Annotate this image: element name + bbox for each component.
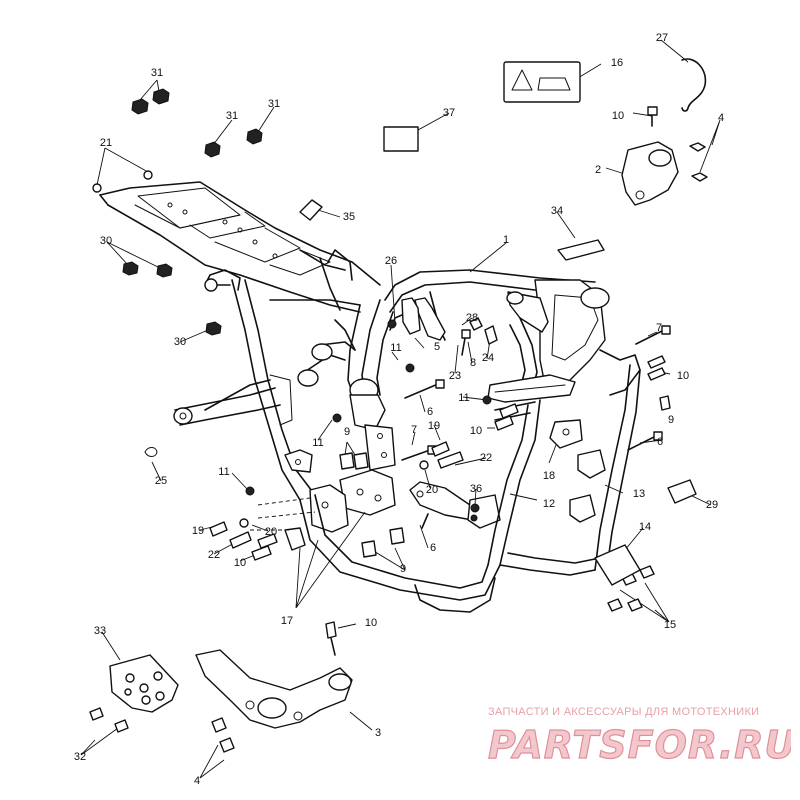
watermark-caption: ЗАПЧАСТИ И АКСЕССУАРЫ ДЛЯ МОТОТЕХНИКИ bbox=[488, 706, 760, 718]
rear-subframe bbox=[99, 181, 381, 501]
callout-19-center: 19 bbox=[427, 420, 441, 432]
callout-17: 17 bbox=[280, 615, 294, 627]
callout-6-right: 6 bbox=[656, 436, 664, 448]
callout-6-lower: 6 bbox=[429, 542, 437, 554]
svg-text:PARTSFOR.RU: PARTSFOR.RU bbox=[488, 723, 791, 766]
callout-22-center: 22 bbox=[479, 452, 493, 464]
callout-6-center: 6 bbox=[426, 406, 434, 418]
hardware bbox=[89, 88, 708, 753]
leader-lines bbox=[80, 39, 721, 779]
main-frame bbox=[284, 269, 641, 551]
watermark-logo: PARTSFOR.RU bbox=[487, 722, 791, 766]
callout-10-right: 10 bbox=[676, 370, 690, 382]
callout-20-center: 20 bbox=[425, 484, 439, 496]
callout-31-center: 31 bbox=[225, 110, 239, 122]
callout-1: 1 bbox=[502, 234, 510, 246]
callout-3: 3 bbox=[374, 727, 382, 739]
callout-23: 23 bbox=[448, 370, 462, 382]
callout-24: 24 bbox=[481, 352, 495, 364]
callout-9-center: 9 bbox=[343, 426, 351, 438]
callout-30-upper: 30 bbox=[99, 235, 113, 247]
callout-2: 2 bbox=[594, 164, 602, 176]
callout-10-center: 10 bbox=[469, 425, 483, 437]
callout-15: 15 bbox=[663, 619, 677, 631]
callout-11-lower: 11 bbox=[218, 466, 230, 478]
callout-27: 27 bbox=[655, 32, 669, 44]
callout-10-top: 10 bbox=[611, 110, 625, 122]
callout-11-left: 11 bbox=[312, 437, 324, 449]
callout-13: 13 bbox=[632, 488, 646, 500]
callout-4-upper: 4 bbox=[717, 112, 725, 124]
callout-31-right: 31 bbox=[267, 98, 281, 110]
callout-36: 36 bbox=[469, 483, 483, 495]
callout-35: 35 bbox=[342, 211, 356, 223]
callout-20-left: 20 bbox=[264, 526, 278, 538]
callout-10-left: 10 bbox=[233, 557, 247, 569]
callout-26: 26 bbox=[384, 255, 398, 267]
callout-11-upper: 11 bbox=[390, 342, 402, 354]
callout-16: 16 bbox=[610, 57, 624, 69]
callout-28: 28 bbox=[465, 312, 479, 324]
alignment-lines bbox=[250, 497, 316, 531]
callout-31-left: 31 bbox=[150, 67, 164, 79]
callout-10-lower: 10 bbox=[364, 617, 378, 629]
callout-11-center: 11 bbox=[458, 392, 470, 404]
callout-32: 32 bbox=[73, 751, 87, 763]
callout-9-right: 9 bbox=[667, 414, 675, 426]
detached-parts bbox=[109, 58, 707, 729]
callout-14: 14 bbox=[638, 521, 652, 533]
callout-19-left: 19 bbox=[191, 525, 205, 537]
callout-12: 12 bbox=[542, 498, 556, 510]
callout-30-lower: 30 bbox=[173, 336, 187, 348]
callout-29: 29 bbox=[705, 499, 719, 511]
callout-7-right: 7 bbox=[655, 322, 663, 334]
callout-25: 25 bbox=[154, 475, 168, 487]
callout-5: 5 bbox=[433, 341, 441, 353]
callout-34: 34 bbox=[550, 205, 564, 217]
callout-37: 37 bbox=[442, 107, 456, 119]
callout-22-left: 22 bbox=[207, 549, 221, 561]
callout-9-lower: 9 bbox=[399, 563, 407, 575]
callout-18: 18 bbox=[542, 470, 556, 482]
callout-7-center: 7 bbox=[410, 424, 418, 436]
callout-21: 21 bbox=[99, 137, 113, 149]
callout-4-lower: 4 bbox=[193, 775, 201, 787]
callout-8: 8 bbox=[469, 357, 477, 369]
callout-33: 33 bbox=[93, 625, 107, 637]
